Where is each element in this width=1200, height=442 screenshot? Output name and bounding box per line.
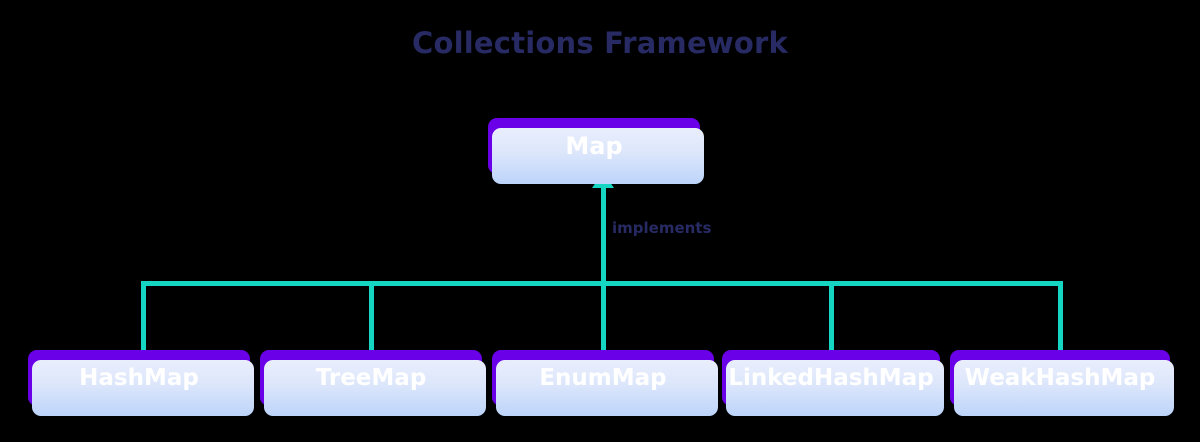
node-enummap[interactable]: EnumMap <box>492 350 718 416</box>
node-hashmap-label: HashMap <box>79 365 199 391</box>
connector-drop-treemap <box>369 281 374 350</box>
node-map[interactable]: Map <box>488 118 704 184</box>
connector-drop-hashmap <box>141 281 146 350</box>
node-treemap-label: TreeMap <box>315 365 427 391</box>
node-hashmap[interactable]: HashMap <box>28 350 254 416</box>
page-title: Collections Framework <box>412 26 788 60</box>
node-treemap[interactable]: TreeMap <box>260 350 486 416</box>
node-linkedhashmap[interactable]: LinkedHashMap <box>722 350 944 416</box>
node-linkedhashmap-label: LinkedHashMap <box>728 365 934 391</box>
node-weakhashmap-label: WeakHashMap <box>964 365 1156 391</box>
node-weakhashmap[interactable]: WeakHashMap <box>950 350 1174 416</box>
connector-drop-linkedhashmap <box>829 281 834 350</box>
node-enummap-label: EnumMap <box>539 365 667 391</box>
connector-drop-weakhashmap <box>1058 281 1063 350</box>
edge-label-implements: implements <box>612 219 712 237</box>
connector-map-to-bus <box>601 185 606 350</box>
node-map-label: Map <box>565 132 623 160</box>
connector-horizontal-bus <box>141 281 1063 286</box>
